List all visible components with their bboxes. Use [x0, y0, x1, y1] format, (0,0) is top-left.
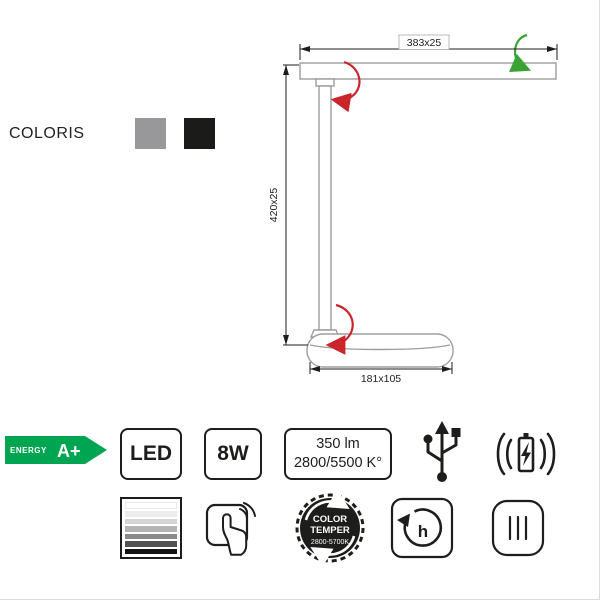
dim-label-box	[398, 34, 450, 50]
wireless-charging-icon	[496, 432, 556, 476]
energy-arrow-badge	[5, 436, 107, 464]
dimension-base	[309, 362, 453, 374]
power-badge-text: 8W	[217, 442, 249, 465]
color-swatch-gray	[135, 118, 166, 149]
lamp-diagram: 383x25 420x25 181x105	[268, 33, 558, 385]
color-swatch-black	[184, 118, 215, 149]
rotation-arrow-base-red	[325, 303, 354, 355]
dim-base-label: 181x105	[361, 373, 401, 385]
color-temperature-badge-icon: COLOR TEMPER 2800-5700K	[295, 492, 365, 564]
dim-arrow	[310, 366, 320, 372]
gradient-stripe	[125, 502, 177, 510]
timer-arrowhead	[397, 513, 410, 527]
color-temp-range: 2800/5500 K°	[293, 455, 383, 471]
gradient-stripe	[125, 533, 177, 540]
lamp-base	[306, 333, 454, 368]
lamp-arm-joint	[315, 78, 335, 87]
energy-class-label: ENERGY A+	[5, 436, 107, 464]
gradient-stripe	[125, 518, 177, 525]
lamp-arm	[299, 62, 557, 80]
dim-arrow	[283, 65, 289, 75]
dim-arm-label: 383x25	[407, 37, 442, 49]
lamp-outline	[299, 62, 557, 368]
energy-label-text: ENERGY	[10, 446, 47, 455]
touch-hand	[222, 513, 248, 556]
dim-arrow	[442, 366, 452, 372]
badge-line3: 2800-5700K	[311, 539, 349, 546]
led-badge: LED	[120, 428, 182, 480]
dim-arrow	[283, 335, 289, 345]
touch-control-icon	[205, 502, 256, 556]
dim-arrow	[547, 46, 557, 52]
timer-icon: h	[390, 497, 454, 559]
energy-class-text: A+	[57, 441, 81, 461]
rotation-arrow-green	[508, 33, 532, 73]
gradient-stripe	[125, 511, 177, 517]
dim-arrow	[300, 46, 310, 52]
badge-line1: COLOR	[313, 514, 347, 525]
dimmer-gradient-icon	[120, 497, 182, 559]
dim-pole-label: 420x25	[268, 188, 280, 223]
usb-icon	[423, 421, 461, 482]
lumens-badge: 350 lm 2800/5500 K°	[284, 428, 392, 480]
gradient-stripe	[125, 541, 177, 547]
led-badge-text: LED	[130, 442, 172, 465]
badge-line2: TEMPER	[310, 525, 350, 536]
coloris-label: COLORIS	[9, 125, 85, 142]
gradient-stripe	[125, 526, 177, 532]
dimension-pole	[283, 64, 308, 346]
rotation-arrow-head-red	[330, 60, 361, 113]
timer-letter: h	[418, 522, 428, 541]
lamp-pole	[318, 85, 332, 331]
power-badge: 8W	[204, 428, 262, 480]
coloris-swatches	[135, 118, 215, 149]
lumens-value: 350 lm	[316, 436, 360, 453]
brightness-levels-icon	[491, 499, 545, 557]
lamp-base-edge	[309, 344, 451, 351]
gradient-stripe	[125, 548, 177, 554]
